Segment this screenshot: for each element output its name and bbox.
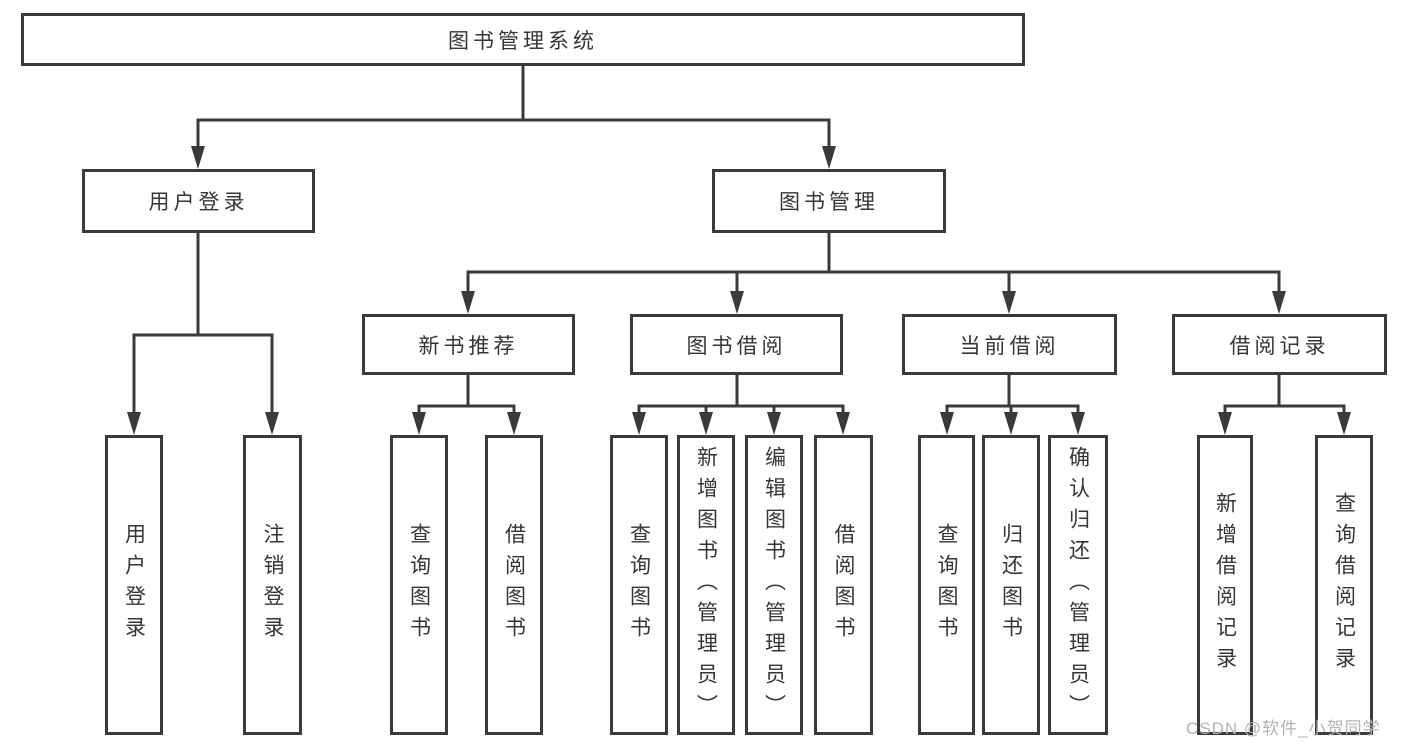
node-leaf-return-books: 归还图书 (982, 435, 1040, 735)
node-current-borrowing-label: 当前借阅 (959, 334, 1060, 358)
arrowhead (767, 412, 781, 435)
connector-borrowrecords-to-leaves (1223, 375, 1346, 418)
node-book-management-label: 图书管理 (779, 191, 879, 214)
node-new-book-recommend: 新书推荐 (362, 314, 575, 375)
node-leaf-recommend-query-books: 查询图书 (390, 435, 448, 735)
arrowhead (632, 412, 646, 435)
connector-userlogin-to-leaves (132, 233, 274, 417)
node-leaf-logout-label: 注销登录 (261, 523, 284, 647)
arrowhead (1218, 412, 1232, 435)
arrowhead (507, 412, 521, 435)
node-leaf-current-query-books-label: 查询图书 (935, 523, 958, 647)
node-leaf-recommend-borrow-books: 借阅图书 (485, 435, 543, 735)
node-leaf-recommend-query-books-label: 查询图书 (407, 523, 431, 647)
arrowhead (265, 412, 279, 435)
node-leaf-query-borrow-record-label: 查询借阅记录 (1332, 492, 1356, 678)
node-leaf-borrowing-borrow-books-label: 借阅图书 (832, 523, 855, 647)
watermark: CSDN @软件_小贺同学 (1186, 719, 1381, 738)
arrowhead (127, 412, 141, 435)
node-leaf-confirm-return-admin: 确认归还（管理员） (1048, 435, 1108, 735)
node-user-login-label: 用户登录 (148, 191, 249, 214)
arrowhead (1002, 291, 1016, 314)
node-leaf-borrowing-borrow-books: 借阅图书 (814, 435, 873, 735)
arrowhead (412, 412, 426, 435)
node-book-management: 图书管理 (712, 169, 946, 233)
node-current-borrowing: 当前借阅 (902, 314, 1117, 375)
arrowhead (940, 412, 954, 435)
arrowheads (127, 146, 1351, 435)
node-leaf-current-query-books: 查询图书 (918, 435, 975, 735)
node-user-login: 用户登录 (82, 169, 315, 233)
node-leaf-borrowing-query-books: 查询图书 (610, 435, 668, 735)
arrowhead (699, 412, 713, 435)
node-leaf-recommend-borrow-books-label: 借阅图书 (502, 523, 526, 647)
connector-bookborrow-to-leaves (637, 375, 845, 418)
arrowhead (1071, 412, 1085, 435)
node-new-book-recommend-label: 新书推荐 (418, 334, 519, 358)
arrowhead (461, 291, 475, 314)
node-leaf-edit-books-admin-label: 编辑图书（管理员） (762, 445, 786, 725)
node-leaf-add-borrow-record: 新增借阅记录 (1197, 435, 1253, 735)
connector-root-to-level2 (196, 66, 831, 150)
arrowhead (1272, 291, 1286, 314)
node-leaf-add-borrow-record-label: 新增借阅记录 (1213, 492, 1237, 678)
node-leaf-query-borrow-record: 查询借阅记录 (1315, 435, 1373, 735)
node-leaf-add-books-admin: 新增图书（管理员） (677, 435, 735, 735)
node-leaf-logout: 注销登录 (243, 435, 302, 735)
node-leaf-add-books-admin-label: 新增图书（管理员） (694, 445, 718, 725)
node-root: 图书管理系统 (21, 13, 1025, 66)
connector-currentborrow-to-leaves (945, 375, 1080, 418)
connector-newbookrec-to-leaves (417, 375, 516, 418)
node-leaf-confirm-return-admin-label: 确认归还（管理员） (1066, 445, 1090, 725)
arrowhead (822, 146, 836, 169)
arrowhead (730, 291, 744, 314)
node-leaf-edit-books-admin: 编辑图书（管理员） (745, 435, 803, 735)
arrowhead (836, 412, 850, 435)
node-borrowing-records: 借阅记录 (1172, 314, 1387, 375)
node-book-borrowing: 图书借阅 (630, 314, 843, 375)
node-leaf-user-login: 用户登录 (105, 435, 163, 735)
node-borrowing-records-label: 借阅记录 (1229, 334, 1330, 358)
node-root-label: 图书管理系统 (448, 29, 598, 53)
connector-bookmgmt-to-level3 (466, 233, 1281, 296)
node-leaf-user-login-label: 用户登录 (122, 523, 146, 647)
node-book-borrowing-label: 图书借阅 (686, 334, 787, 358)
arrowhead (191, 146, 205, 169)
node-leaf-return-books-label: 归还图书 (999, 523, 1023, 647)
arrowhead (1004, 412, 1018, 435)
node-leaf-borrowing-query-books-label: 查询图书 (627, 523, 651, 647)
arrowhead (1337, 412, 1351, 435)
